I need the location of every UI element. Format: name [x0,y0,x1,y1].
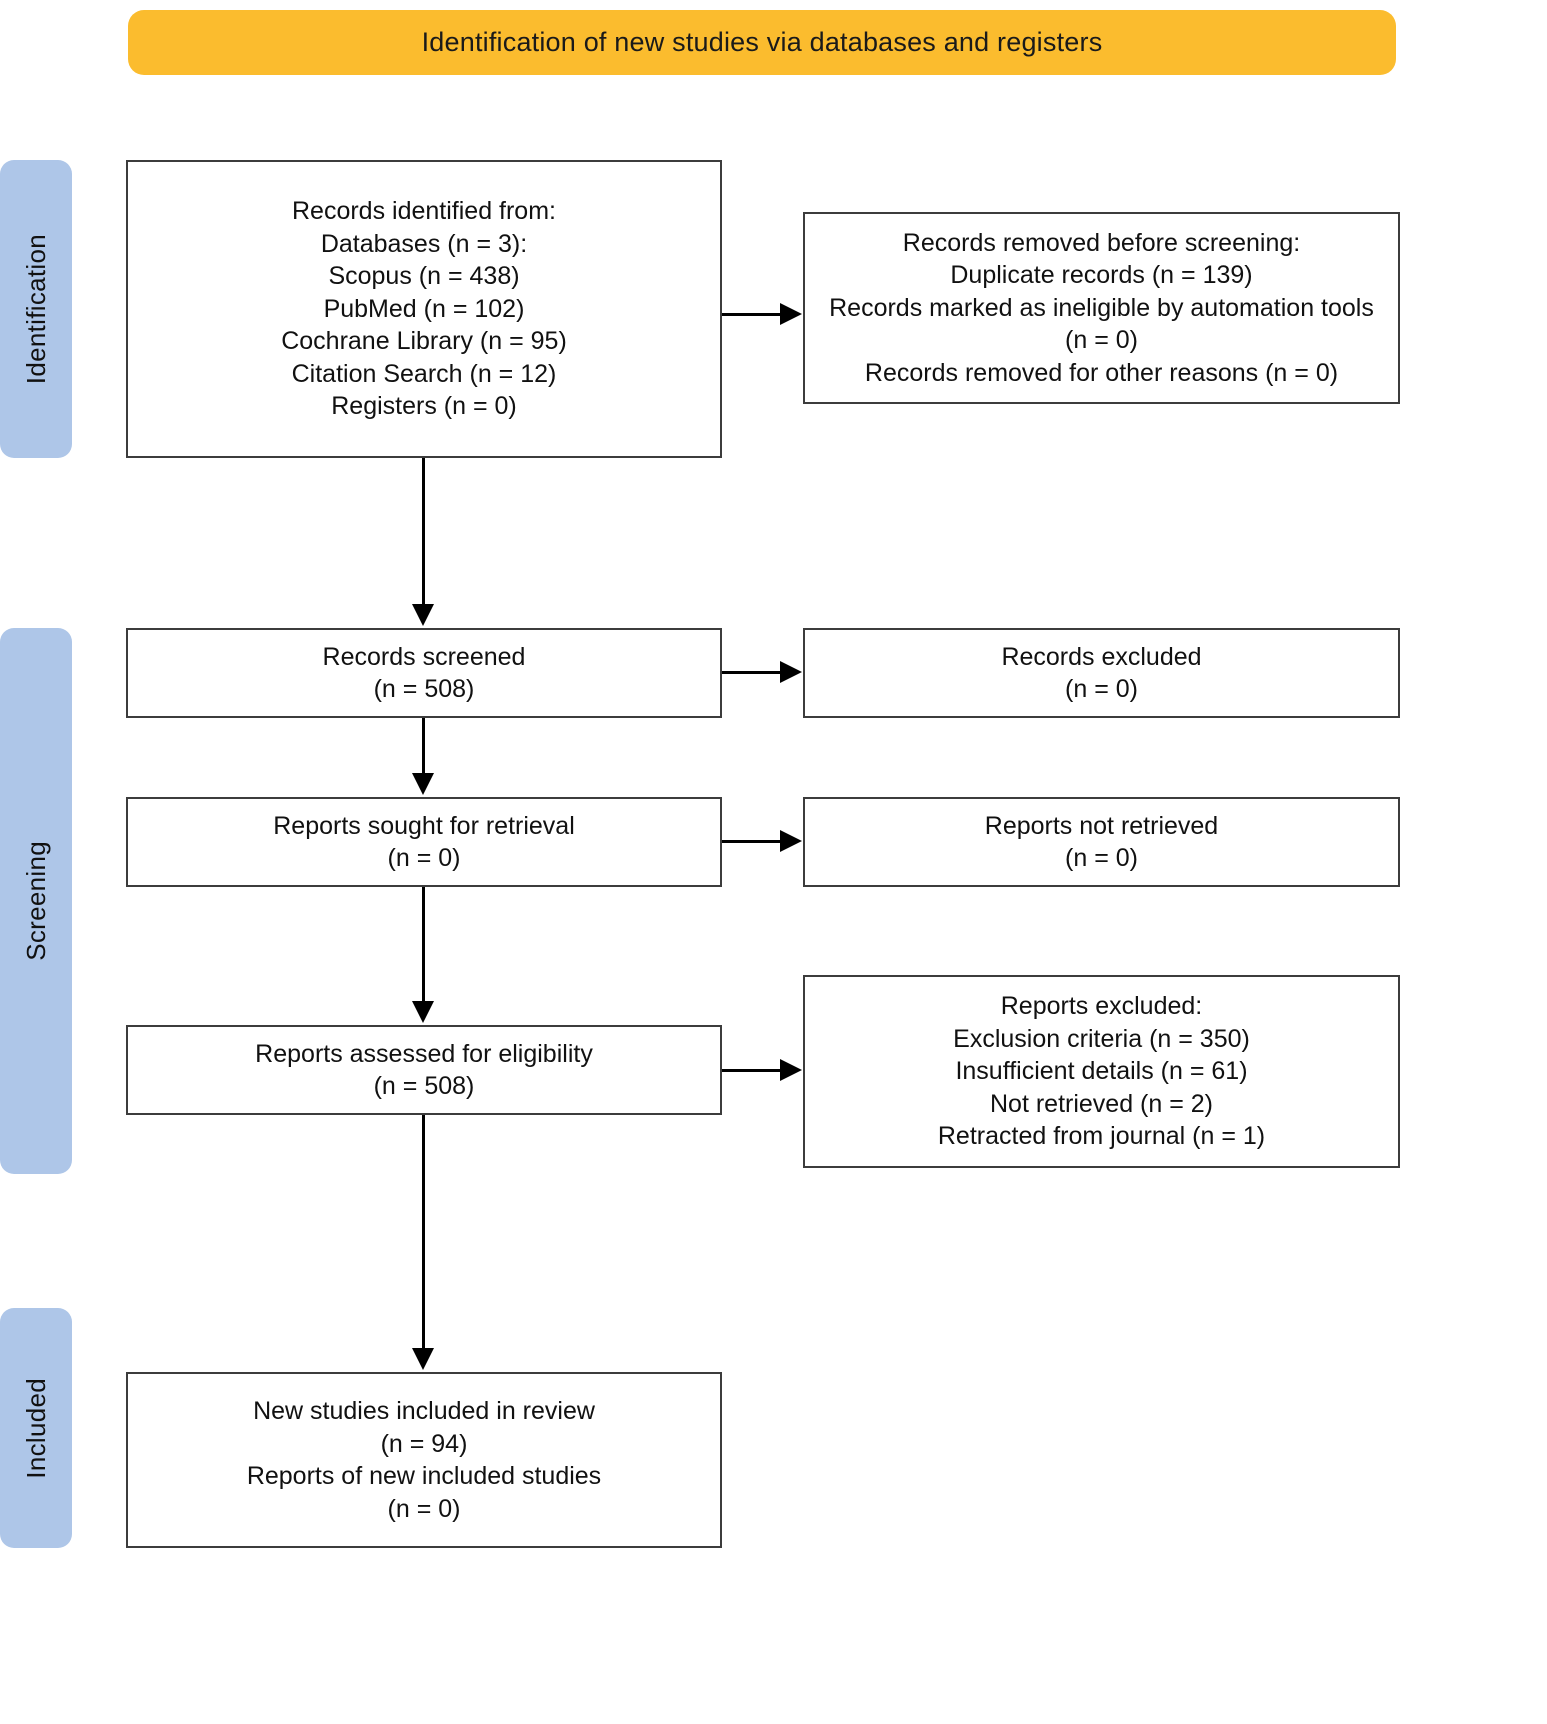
box-line: Records removed for other reasons (n = 0… [864,358,1339,387]
box-line: PubMed (n = 102) [323,294,525,323]
box-line: Scopus (n = 438) [328,262,520,291]
box-line: Records identified from: [291,197,556,226]
connector-identified-to-removed [722,313,782,316]
box-line: Citation Search (n = 12) [291,359,557,388]
arrow-down-icon [412,1001,434,1023]
box-line: Insufficient details (n = 61) [955,1057,1248,1086]
box-reports-excluded: Reports excluded: Exclusion criteria (n … [803,975,1400,1168]
box-records-removed-before-screening: Records removed before screening: Duplic… [803,212,1400,404]
arrow-down-icon [412,1348,434,1370]
box-line: Records excluded [1001,642,1202,671]
box-records-excluded: Records excluded (n = 0) [803,628,1400,718]
box-line: (n = 0) [1065,675,1138,703]
box-line: Retracted from journal (n = 1) [937,1122,1266,1151]
box-line: New studies included in review [253,1397,595,1425]
arrow-down-icon [412,773,434,795]
arrow-right-icon [780,303,802,325]
phase-label-included: Included [0,1308,72,1548]
box-line: Reports of new included studies [246,1462,602,1490]
box-records-screened: Records screened (n = 508) [126,628,722,718]
connector-screened-to-sought [422,718,425,775]
box-reports-sought-for-retrieval: Reports sought for retrieval (n = 0) [126,797,722,887]
arrow-right-icon [780,1059,802,1081]
box-line: Records removed before screening: [902,228,1301,257]
arrow-down-icon [412,604,434,626]
connector-assessed-to-reports-excluded [722,1069,782,1072]
connector-sought-to-assessed [422,887,425,1003]
box-line: Duplicate records (n = 139) [950,261,1253,290]
diagram-title-text: Identification of new studies via databa… [421,27,1103,57]
box-line: Databases (n = 3): [320,229,528,258]
box-line: (n = 0) [1065,844,1138,872]
connector-screened-to-excluded [722,671,782,674]
box-line: (n = 0) [387,844,461,872]
phase-label-identification-text: Identification [20,233,51,385]
box-line: Not retrieved (n = 2) [989,1089,1213,1118]
box-line: (n = 508) [373,675,475,703]
phase-label-screening: Screening [0,628,72,1174]
phase-label-included-text: Included [20,1377,51,1479]
box-records-identified: Records identified from: Databases (n = … [126,160,722,458]
diagram-title-banner: Identification of new studies via databa… [128,10,1396,75]
phase-label-screening-text: Screening [20,841,51,961]
box-line: Records screened [322,642,526,671]
box-line: Registers (n = 0) [331,392,517,421]
box-line: (n = 0) [387,1494,461,1523]
box-line: (n = 508) [373,1072,475,1100]
box-line: Reports assessed for eligibility [255,1039,593,1068]
box-line: (n = 94) [380,1429,468,1458]
box-line: Records marked as ineligible by automati… [829,293,1374,355]
box-reports-not-retrieved: Reports not retrieved (n = 0) [803,797,1400,887]
phase-label-identification: Identification [0,160,72,458]
connector-sought-to-not-retrieved [722,840,782,843]
arrow-right-icon [780,661,802,683]
box-line: Reports not retrieved [984,811,1219,840]
connector-assessed-to-included [422,1115,425,1350]
arrow-right-icon [780,830,802,852]
box-reports-assessed-for-eligibility: Reports assessed for eligibility (n = 50… [126,1025,722,1115]
box-line: Reports excluded: [1000,992,1203,1021]
box-line: Exclusion criteria (n = 350) [953,1024,1250,1053]
box-new-studies-included: New studies included in review (n = 94) … [126,1372,722,1548]
box-line: Reports sought for retrieval [273,811,575,840]
connector-identified-to-screened [422,458,425,606]
box-line: Cochrane Library (n = 95) [281,327,567,356]
